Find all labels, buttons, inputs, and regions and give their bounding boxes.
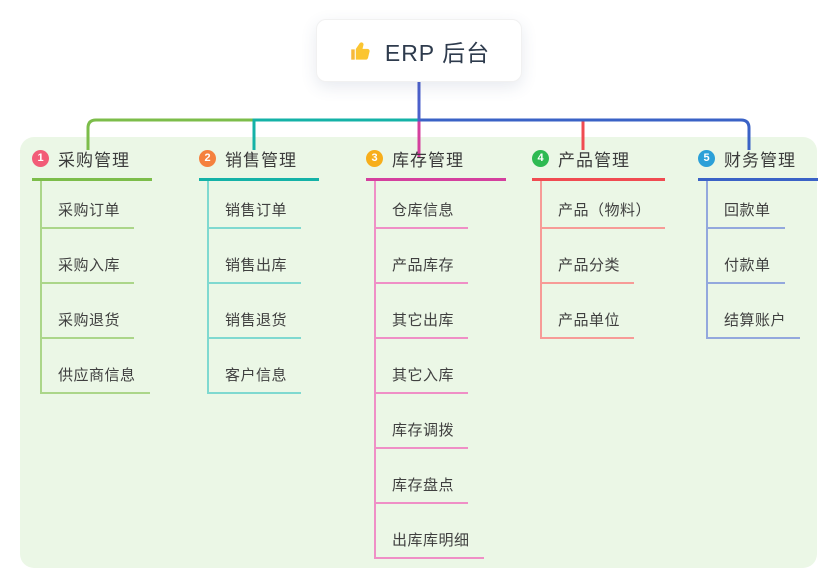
child-label: 销售出库: [225, 257, 288, 274]
thumbs-up-icon: [348, 38, 374, 64]
child-item[interactable]: 其它出库: [376, 284, 469, 339]
branch-3: 3 库存管理 仓库信息 产品库存 其它出库 其它入库 库存调拨 库存盘点 出库库…: [366, 146, 506, 559]
branch-label: 销售管理: [225, 150, 297, 170]
child-label: 结算账户: [724, 312, 787, 329]
child-item[interactable]: 采购订单: [42, 181, 135, 229]
child-item[interactable]: 销售订单: [209, 181, 302, 229]
branch-5: 5 财务管理 回款单 付款单 结算账户: [698, 146, 818, 339]
child-label: 销售退货: [225, 312, 288, 329]
branch-number-badge: 5: [698, 149, 715, 167]
child-label: 其它出库: [392, 312, 455, 329]
child-label: 产品库存: [392, 257, 455, 274]
branch-label: 产品管理: [558, 150, 630, 170]
child-item[interactable]: 回款单: [708, 181, 785, 229]
child-item[interactable]: 库存盘点: [376, 449, 469, 504]
child-label: 客户信息: [225, 367, 288, 384]
branch-number-badge: 2: [199, 149, 216, 167]
child-item[interactable]: 产品库存: [376, 229, 469, 284]
child-label: 销售订单: [225, 202, 288, 219]
child-item[interactable]: 采购退货: [42, 284, 135, 339]
child-item[interactable]: 产品单位: [542, 284, 635, 339]
branch-label: 采购管理: [58, 150, 130, 170]
branch-children: 采购订单 采购入库 采购退货 供应商信息: [40, 181, 152, 394]
branch-children: 产品（物料） 产品分类 产品单位: [540, 181, 666, 339]
child-label: 产品（物料）: [558, 202, 652, 219]
mindmap-panel: [20, 137, 817, 568]
root-node[interactable]: ERP 后台: [316, 19, 522, 82]
branch-header[interactable]: 1 采购管理: [32, 146, 152, 181]
branch-children: 销售订单 销售出库 销售退货 客户信息: [207, 181, 319, 394]
child-label: 采购退货: [58, 312, 121, 329]
child-item[interactable]: 其它入库: [376, 339, 469, 394]
child-label: 出库库明细: [392, 532, 470, 549]
branch-header[interactable]: 5 财务管理: [698, 146, 818, 181]
child-item[interactable]: 销售出库: [209, 229, 302, 284]
child-item[interactable]: 产品（物料）: [542, 181, 666, 229]
child-label: 库存调拨: [392, 422, 455, 439]
child-label: 仓库信息: [392, 202, 455, 219]
child-item[interactable]: 销售退货: [209, 284, 302, 339]
branch-children: 仓库信息 产品库存 其它出库 其它入库 库存调拨 库存盘点 出库库明细: [374, 181, 506, 559]
child-label: 付款单: [724, 257, 771, 274]
child-label: 其它入库: [392, 367, 455, 384]
branch-number-badge: 3: [366, 149, 383, 167]
branch-header[interactable]: 3 库存管理: [366, 146, 506, 181]
branch-number-badge: 1: [32, 149, 49, 167]
child-item[interactable]: 库存调拨: [376, 394, 469, 449]
child-label: 产品分类: [558, 257, 621, 274]
branch-number-badge: 4: [532, 149, 549, 167]
root-label: ERP 后台: [384, 39, 491, 66]
child-label: 库存盘点: [392, 477, 455, 494]
child-item[interactable]: 产品分类: [542, 229, 635, 284]
child-item[interactable]: 出库库明细: [376, 504, 484, 559]
child-label: 产品单位: [558, 312, 621, 329]
child-label: 供应商信息: [58, 367, 136, 384]
child-item[interactable]: 采购入库: [42, 229, 135, 284]
branch-label: 库存管理: [392, 150, 464, 170]
child-label: 采购订单: [58, 202, 121, 219]
child-item[interactable]: 结算账户: [708, 284, 801, 339]
branch-header[interactable]: 4 产品管理: [532, 146, 666, 181]
child-label: 采购入库: [58, 257, 121, 274]
child-label: 回款单: [724, 202, 771, 219]
branch-1: 1 采购管理 采购订单 采购入库 采购退货 供应商信息: [32, 146, 152, 394]
branch-2: 2 销售管理 销售订单 销售出库 销售退货 客户信息: [199, 146, 319, 394]
child-item[interactable]: 客户信息: [209, 339, 302, 394]
branch-label: 财务管理: [724, 150, 796, 170]
branch-header[interactable]: 2 销售管理: [199, 146, 319, 181]
branch-4: 4 产品管理 产品（物料） 产品分类 产品单位: [532, 146, 666, 339]
child-item[interactable]: 付款单: [708, 229, 785, 284]
child-item[interactable]: 仓库信息: [376, 181, 469, 229]
branch-children: 回款单 付款单 结算账户: [706, 181, 818, 339]
child-item[interactable]: 供应商信息: [42, 339, 150, 394]
